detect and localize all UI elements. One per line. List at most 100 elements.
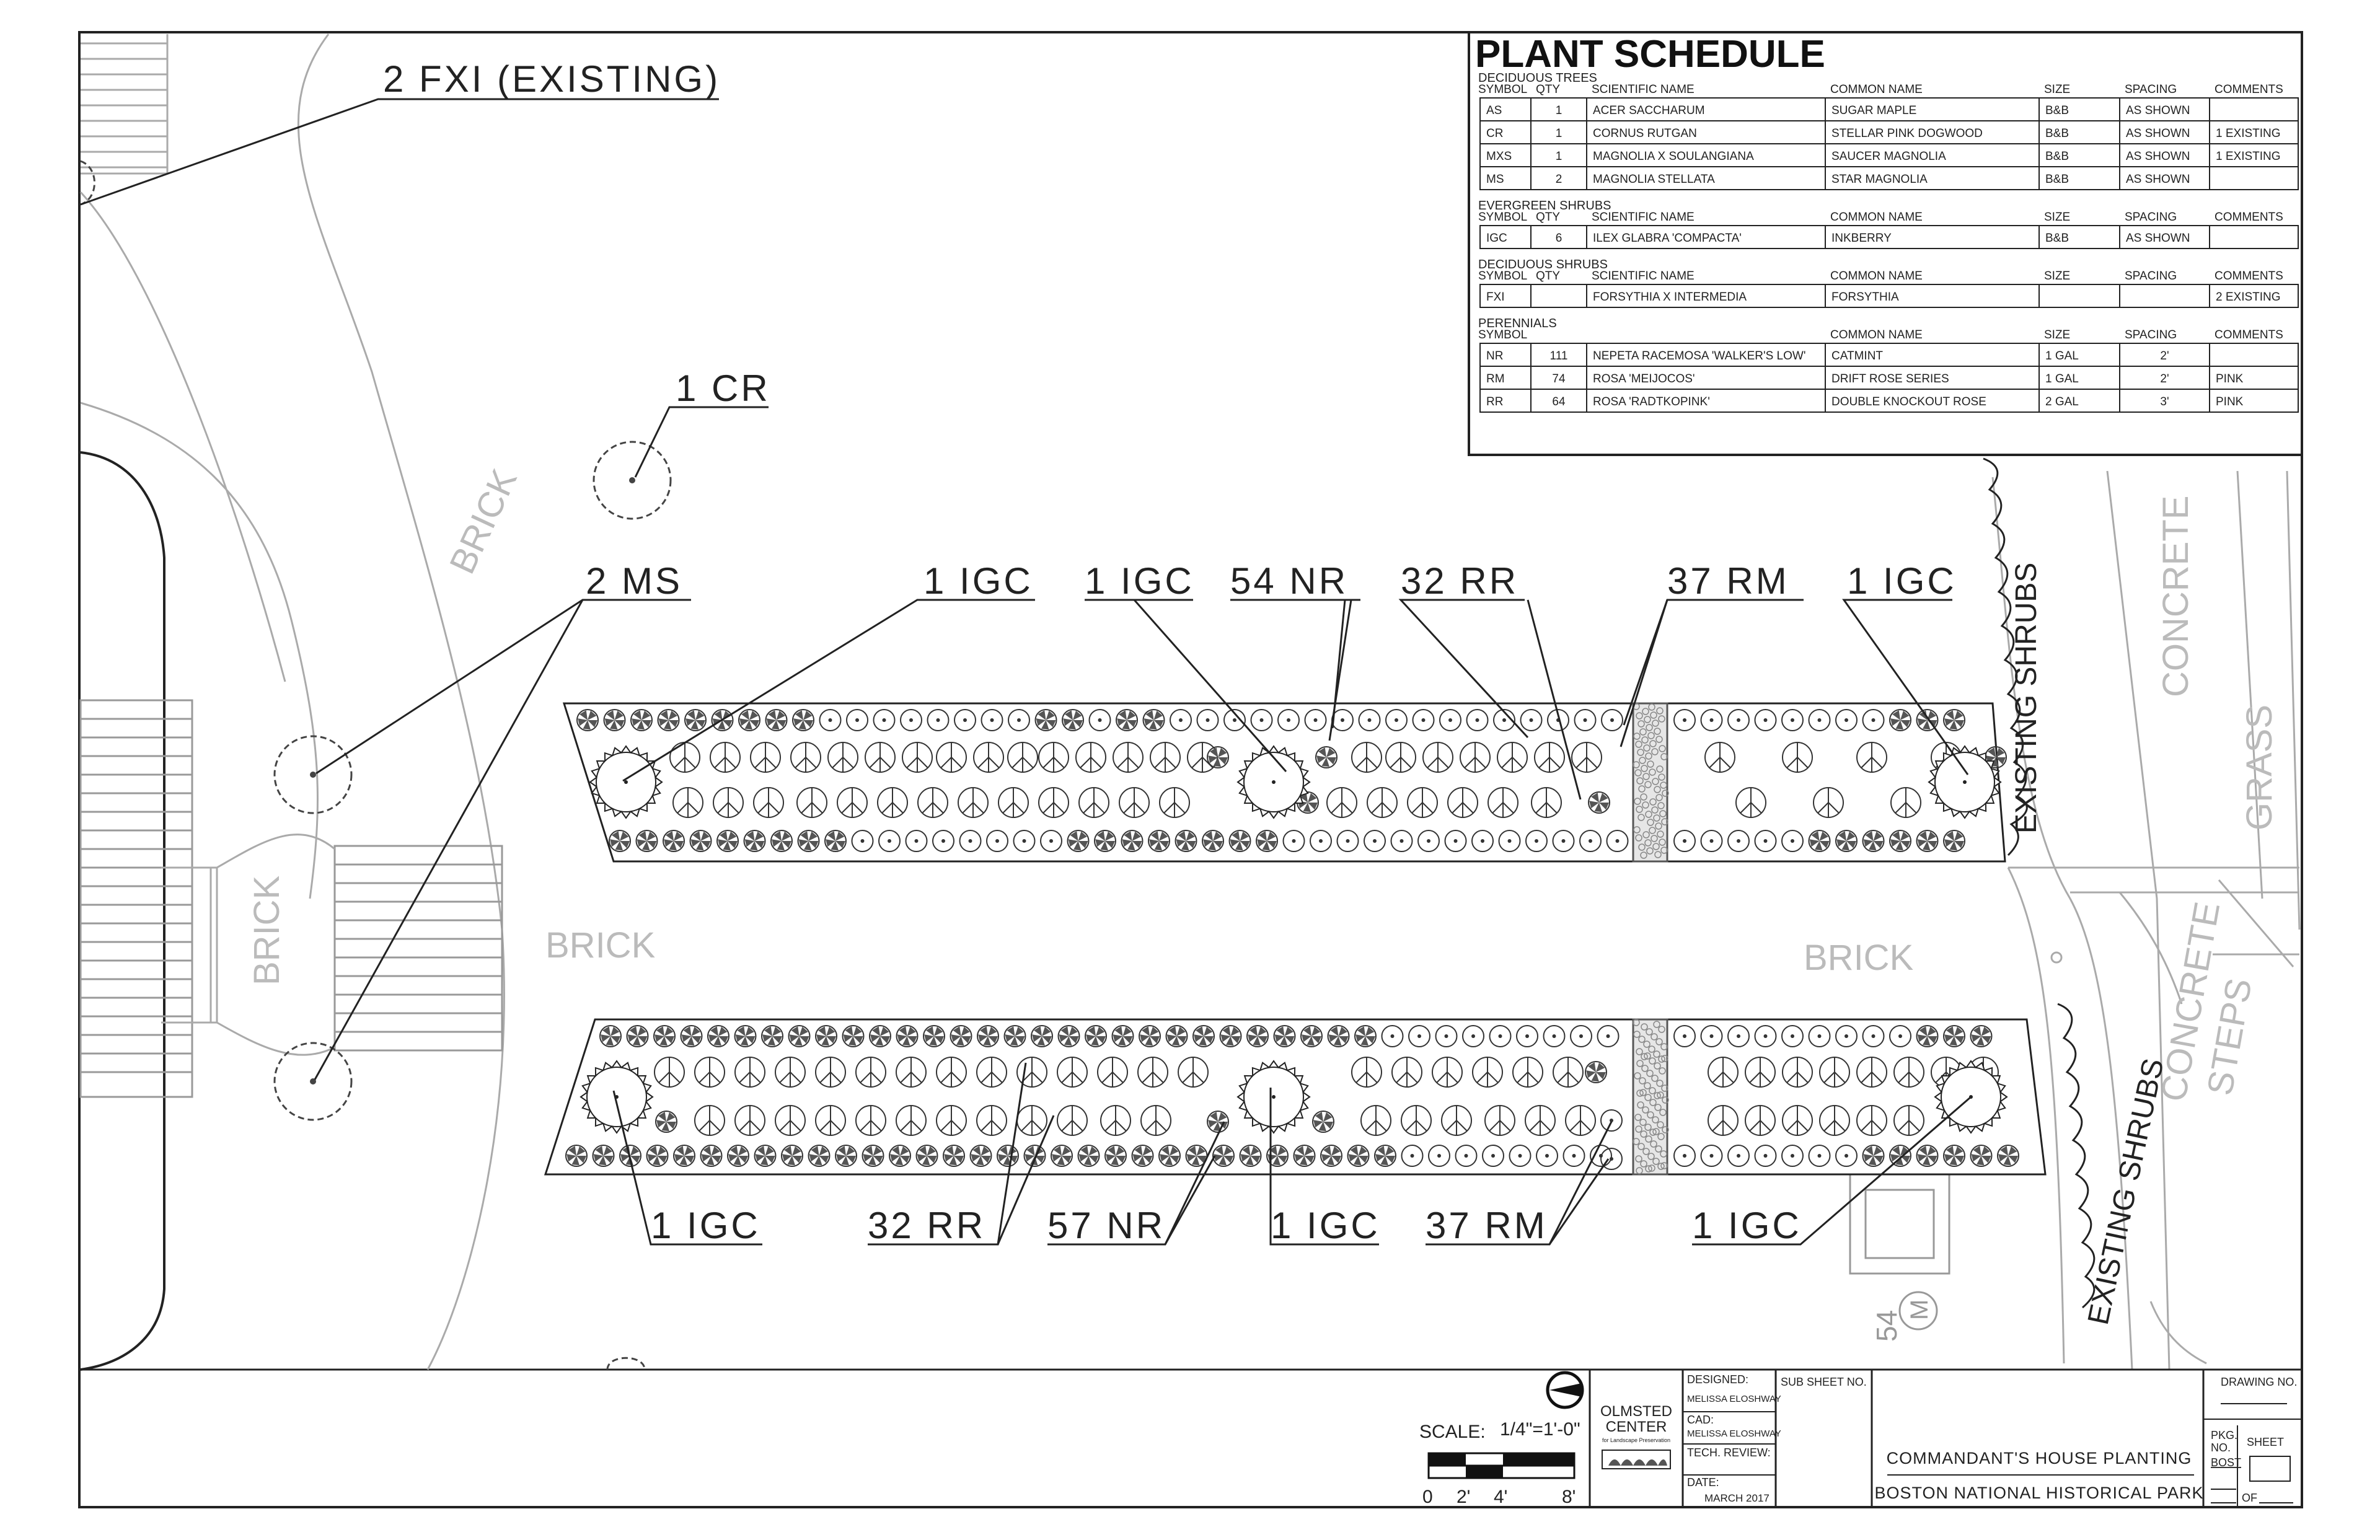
- rm-plant-symbol: [1331, 709, 1354, 731]
- schedule-header-cell: COMMON NAME: [1830, 328, 1923, 341]
- nr-plant-symbol: [835, 1145, 857, 1167]
- schedule-header-cell: COMMENTS: [2215, 211, 2283, 224]
- schedule-cell: FORSYTHIA: [1831, 291, 1899, 304]
- schedule-cell: 1: [1556, 127, 1562, 140]
- rr-plant-symbol: [1113, 742, 1144, 773]
- rr-plant-symbol: [936, 742, 967, 773]
- rr-plant-symbol: [694, 1057, 725, 1088]
- designed-label: DESIGNED:: [1687, 1373, 1748, 1386]
- schedule-header-cell: COMMON NAME: [1830, 270, 1923, 283]
- rr-plant-symbol: [1159, 787, 1190, 818]
- rr-plant-symbol: [1856, 742, 1887, 773]
- nr-plant-symbol: [1916, 830, 1939, 852]
- rr-plant-symbol: [1432, 1057, 1463, 1088]
- nr-plant-symbol: [1293, 1145, 1316, 1167]
- rm-plant-symbol: [1013, 830, 1036, 852]
- rr-plant-symbol: [1813, 787, 1844, 818]
- rr-plant-symbol: [1075, 742, 1106, 773]
- rr-plant-symbol: [1534, 742, 1565, 773]
- schedule-header-cell: SCIENTIFIC NAME: [1592, 270, 1695, 283]
- rr-plant-symbol: [973, 742, 1004, 773]
- schedule-header-cell: SIZE: [2044, 211, 2070, 224]
- nr-plant-symbol: [716, 830, 739, 852]
- rm-plant-symbol: [1525, 830, 1548, 852]
- scale-label: SCALE:: [1419, 1422, 1486, 1442]
- rm-plant-symbol: [1381, 1025, 1404, 1047]
- schedule-cell: CATMINT: [1831, 350, 1883, 363]
- rm-plant-symbol: [1358, 709, 1381, 731]
- rr-plant-symbol: [1097, 1057, 1128, 1088]
- nr-plant-symbol: [781, 1145, 803, 1167]
- rr-plant-symbol: [1351, 742, 1382, 773]
- callout-bot-igc-3: 1 IGC: [1692, 1205, 1802, 1246]
- callout-top-igc-3: 1 IGC: [1847, 560, 1957, 602]
- nr-plant-symbol: [1219, 1025, 1242, 1047]
- nr-plant-symbol: [1111, 1025, 1134, 1047]
- of-label: OF: [2242, 1492, 2257, 1504]
- tech-review-label: TECH. REVIEW:: [1687, 1446, 1771, 1459]
- nr-plant-symbol: [599, 1025, 622, 1047]
- nr-plant-symbol: [862, 1145, 884, 1167]
- rr-plant-symbol: [1016, 1057, 1047, 1088]
- nr-plant-symbol: [609, 830, 631, 852]
- rm-plant-symbol: [1498, 830, 1521, 852]
- schedule-cell: AS SHOWN: [2126, 232, 2190, 245]
- rm-plant-symbol: [1700, 1025, 1723, 1047]
- curved-walk-inner: [80, 402, 319, 899]
- rr-plant-symbol: [917, 787, 948, 818]
- rr-plant-symbol: [1525, 1105, 1556, 1136]
- rm-plant-symbol: [1412, 709, 1435, 731]
- rr-plant-symbol: [734, 1057, 765, 1088]
- scale-tick-8: 8': [1562, 1487, 1576, 1507]
- rr-plant-symbol: [1401, 1105, 1432, 1136]
- callout-bot-rm: 37 RM: [1426, 1205, 1548, 1246]
- rr-plant-symbol: [654, 1057, 685, 1088]
- rr-plant-symbol: [1016, 1105, 1047, 1136]
- nr-plant-symbol: [1077, 1145, 1100, 1167]
- callout-top-rm: 37 RM: [1667, 560, 1789, 602]
- nr-plant-symbol: [1148, 830, 1170, 852]
- rm-plant-symbol: [1781, 830, 1804, 852]
- rm-plant-symbol: [1727, 830, 1750, 852]
- rr-plant-symbol: [1819, 1057, 1850, 1088]
- callout-top-rr: 32 RR: [1401, 560, 1518, 602]
- rm-plant-symbol: [1520, 709, 1543, 731]
- nr-plant-symbol: [915, 1145, 938, 1167]
- rm-plant-symbol: [1336, 830, 1359, 852]
- tree-cr: [593, 441, 672, 520]
- schedule-cell: SAUCER MAGNOLIA: [1831, 150, 1946, 163]
- rm-plant-symbol: [1482, 1145, 1504, 1167]
- rr-plant-symbol: [827, 742, 858, 773]
- nr-plant-symbol: [655, 1111, 677, 1133]
- rm-plant-symbol: [1455, 1145, 1478, 1167]
- nr-plant-symbol: [684, 709, 707, 731]
- project-park: BOSTON NATIONAL HISTORICAL PARK: [1874, 1484, 2203, 1502]
- rr-plant-symbol: [1460, 742, 1491, 773]
- nr-plant-symbol: [1943, 830, 1965, 852]
- schedule-cell: MAGNOLIA STELLATA: [1593, 173, 1715, 186]
- nr-plant-symbol: [896, 1025, 919, 1047]
- nr-plant-symbol: [635, 830, 658, 852]
- scale-value: 1/4"=1'-0": [1500, 1419, 1580, 1440]
- rr-plant-symbol: [713, 787, 744, 818]
- schedule-cell: MAGNOLIA X SOULANGIANA: [1593, 150, 1754, 163]
- gravel-joint: [1633, 703, 1669, 1174]
- rr-plant-symbol: [753, 787, 784, 818]
- rm-plant-symbol: [1862, 709, 1885, 731]
- nr-plant-symbol: [663, 830, 685, 852]
- rr-plant-symbol: [1553, 1057, 1584, 1088]
- nr-plant-symbol: [1067, 830, 1090, 852]
- schedule-cell: B&B: [2045, 173, 2069, 186]
- schedule-section-name: DECIDUOUS SHRUBS: [1478, 258, 1608, 271]
- rm-plant-symbol: [1170, 709, 1192, 731]
- rr-plant-symbol: [1890, 787, 1921, 818]
- schedule-header-cell: SPACING: [2125, 211, 2177, 224]
- schedule-cell: RM: [1486, 372, 1505, 385]
- logo-line3: for Landscape Preservation: [1602, 1437, 1670, 1443]
- schedule-cell: ROSA 'RADTKOPINK': [1593, 395, 1710, 408]
- schedule-border: [1468, 31, 2303, 456]
- rm-plant-symbol: [1310, 830, 1332, 852]
- igc-shrub-symbol: [1928, 745, 2002, 819]
